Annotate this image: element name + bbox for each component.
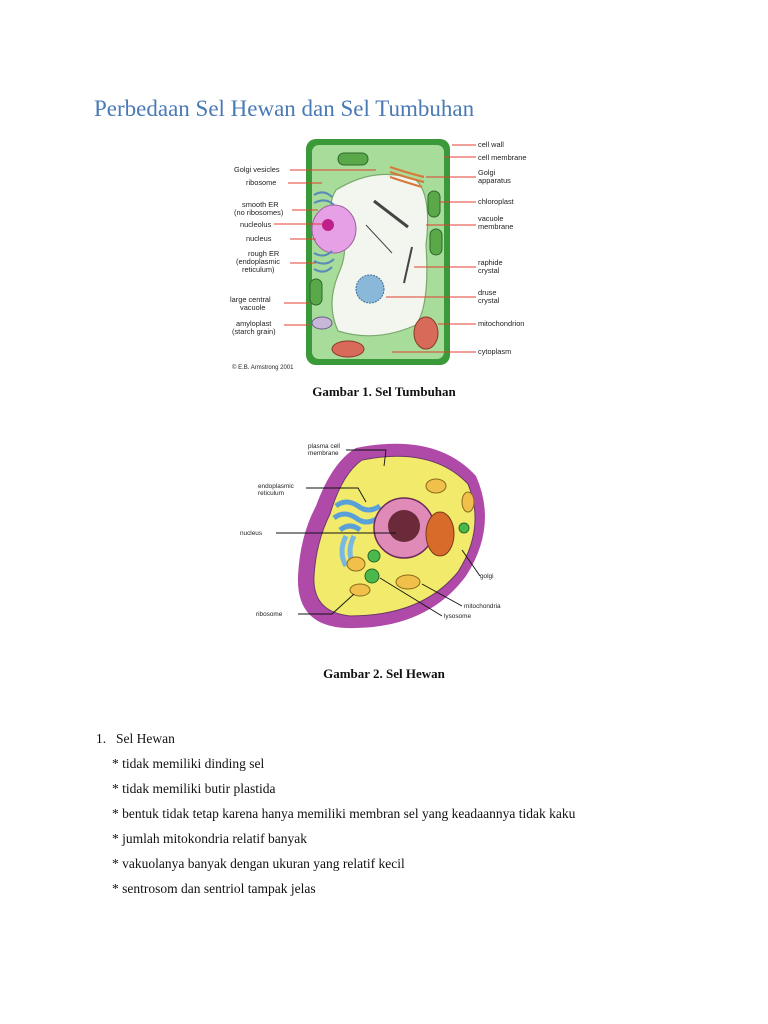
label-rough-er: rough ER	[248, 249, 279, 258]
label-golgi-vesicles: Golgi vesicles	[234, 165, 280, 174]
label-cytoplasm: cytoplasm	[478, 347, 511, 356]
label-vacuole-right: vacuole	[478, 214, 503, 223]
label-nucleus: nucleus	[246, 234, 272, 243]
golgi-apparatus	[389, 165, 425, 189]
nucleus	[311, 204, 357, 254]
mitochondrion	[413, 316, 439, 350]
chloroplast	[309, 278, 323, 306]
amyloplast	[311, 316, 333, 330]
label-cell-wall: cell wall	[478, 140, 504, 149]
chloroplast	[337, 152, 369, 166]
endoplasmic-reticulum	[313, 191, 335, 273]
label-golgi: golgi	[480, 573, 494, 580]
mitochondrion	[395, 574, 421, 590]
list-item: * jumlah mitokondria relatif banyak	[112, 831, 307, 846]
lysosome	[367, 549, 381, 563]
list-item: * bentuk tidak tetap karena hanya memili…	[112, 806, 576, 821]
list-item: * tidak memiliki dinding sel	[112, 756, 265, 771]
label-nucleus: nucleus	[240, 530, 262, 537]
label-crystal-2: crystal	[478, 296, 500, 305]
mitochondrion	[346, 556, 366, 572]
label-endoplasmic: endoplasmic	[258, 483, 295, 490]
label-mitochondrion: mitochondrion	[478, 319, 524, 328]
label-membrane: membrane	[308, 450, 339, 457]
label-ribosome: ribosome	[256, 611, 283, 618]
label-pointers	[276, 449, 481, 617]
list-item: * vakuolanya banyak dengan ukuran yang r…	[112, 856, 405, 871]
label-vacuole: vacuole	[240, 303, 265, 312]
plant-cell-figure: Golgi vesicles ribosome smooth ER (no ri…	[226, 135, 546, 375]
label-druse: druse	[478, 288, 497, 297]
lysosome	[458, 522, 470, 534]
label-nucleolus: nucleolus	[240, 220, 272, 229]
mitochondrion	[425, 478, 447, 494]
list-heading: Sel Hewan	[116, 731, 175, 746]
mitochondrion	[331, 340, 365, 358]
label-reticulum: reticulum)	[242, 265, 274, 274]
endoplasmic-reticulum	[332, 499, 382, 533]
chloroplast	[429, 228, 443, 256]
central-vacuole	[330, 173, 429, 337]
raphide-crystal	[373, 199, 409, 229]
list-item: * sentrosom dan sentriol tampak jelas	[112, 881, 316, 896]
list-item: * tidak memiliki butir plastida	[112, 781, 276, 796]
nucleolus	[388, 510, 420, 542]
label-smooth-er: smooth ER	[242, 200, 279, 209]
mitochondrion	[461, 491, 475, 513]
mitochondrion	[349, 583, 371, 597]
raphide-crystal	[403, 246, 413, 284]
label-ribosome: ribosome	[246, 178, 276, 187]
label-chloroplast: chloroplast	[478, 197, 514, 206]
label-golgi: Golgi	[478, 168, 496, 177]
copyright-text: © E.B. Armstrong 2001	[232, 364, 294, 371]
golgi	[425, 511, 455, 557]
chloroplast	[427, 190, 441, 218]
label-arrows	[274, 144, 476, 353]
label-plasma-cell: plasma cell	[308, 443, 340, 450]
figure-caption-2: Gambar 2. Sel Hewan	[323, 666, 445, 681]
nucleolus	[322, 219, 334, 231]
label-no-ribosomes: (no ribosomes)	[234, 208, 283, 217]
label-crystal: crystal	[478, 266, 500, 275]
label-cell-membrane: cell membrane	[478, 153, 526, 162]
label-raphide: raphide	[478, 258, 503, 267]
label-starch-grain: (starch grain)	[232, 327, 276, 336]
label-amyloplast: amyloplast	[236, 319, 271, 328]
animal-cell-diagram: plasma cell membrane endoplasmic reticul…	[240, 443, 501, 629]
label-endoplasmic: (endoplasmic	[236, 257, 280, 266]
page-title: Perbedaan Sel Hewan dan Sel Tumbuhan	[94, 96, 475, 121]
list-number: 1.	[96, 731, 107, 746]
raphide-crystal	[365, 224, 393, 254]
label-lysosome: lysosome	[444, 613, 471, 620]
label-apparatus: apparatus	[478, 176, 511, 185]
label-large-central: large central	[230, 295, 271, 304]
druse-crystal	[355, 274, 385, 304]
plant-cell-diagram: Golgi vesicles ribosome smooth ER (no ri…	[230, 139, 526, 371]
lysosome	[364, 568, 380, 584]
animal-cell-figure: plasma cell membrane endoplasmic reticul…	[236, 436, 526, 632]
label-membrane: membrane	[478, 222, 513, 231]
label-reticulum: reticulum	[258, 490, 284, 497]
figure-caption-1: Gambar 1. Sel Tumbuhan	[312, 384, 456, 399]
label-mitochondria: mitochondria	[464, 603, 501, 610]
